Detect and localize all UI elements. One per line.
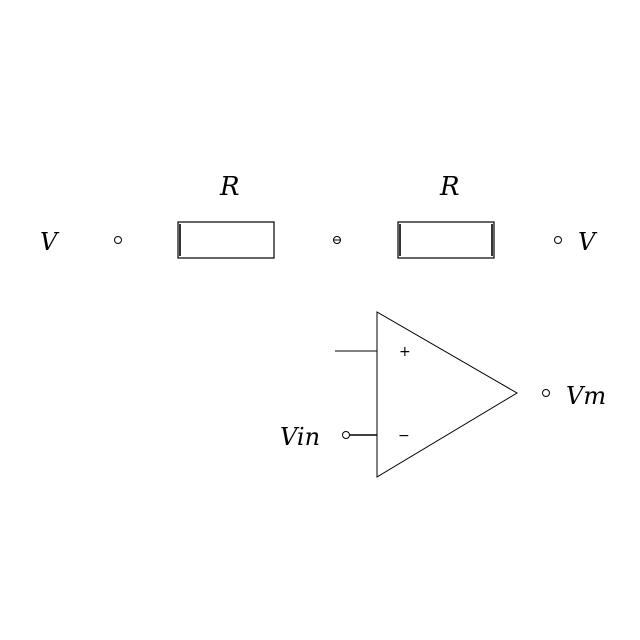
right-terminal-node (554, 236, 562, 244)
opamp-input-node (342, 431, 350, 439)
opamp-triangle (376, 311, 518, 478)
opamp-plus-sign: + (399, 344, 411, 360)
left-terminal-node (114, 236, 122, 244)
resistor-left (177, 221, 275, 259)
opamp-minus-sign: − (398, 428, 410, 444)
opamp-input-label: Vin (280, 423, 320, 451)
left-terminal-label: V (40, 228, 60, 256)
opamp-output-label: Vm (566, 382, 606, 410)
resistor-left-label: R (219, 172, 240, 202)
resistor-right (397, 221, 495, 259)
right-terminal-label: V (578, 228, 598, 256)
opamp-output-node (542, 389, 550, 397)
resistor-right-label: R (439, 172, 460, 202)
